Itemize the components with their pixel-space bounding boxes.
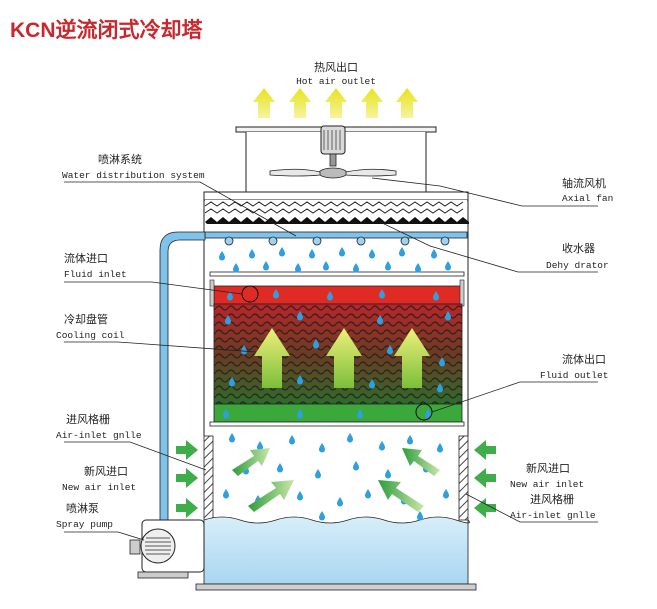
label-new-air-inlet-right: 新风进口 New air inlet bbox=[510, 461, 584, 490]
coil-air-arrows bbox=[254, 328, 430, 388]
label-fluid-inlet: 流体进口 Fluid inlet bbox=[64, 251, 127, 280]
svg-text:Air-inlet gnlle: Air-inlet gnlle bbox=[56, 430, 142, 441]
svg-text:冷却盘管: 冷却盘管 bbox=[64, 312, 108, 326]
page-title: KCN逆流闭式冷却塔 bbox=[10, 19, 203, 42]
inner-air-arrows bbox=[232, 448, 440, 512]
svg-text:Fluid outlet: Fluid outlet bbox=[540, 370, 608, 381]
svg-text:Air-inlet gnlle: Air-inlet gnlle bbox=[510, 510, 596, 521]
label-hot-air-outlet: 热风出口 Hot air outlet bbox=[296, 60, 376, 87]
svg-text:进风格栅: 进风格栅 bbox=[530, 492, 574, 506]
new-air-arrows bbox=[176, 440, 496, 518]
hot-header bbox=[209, 271, 465, 307]
svg-text:流体出口: 流体出口 bbox=[562, 352, 606, 366]
axial-fan-motor bbox=[269, 125, 397, 179]
svg-text:收水器: 收水器 bbox=[562, 241, 595, 255]
label-fluid-outlet: 流体出口 Fluid outlet bbox=[540, 352, 608, 381]
label-water-distribution: 喷淋系统 Water distribution system bbox=[62, 153, 205, 181]
svg-text:进风格栅: 进风格栅 bbox=[66, 412, 110, 426]
label-air-inlet-grille-left: 进风格栅 Air-inlet gnlle bbox=[56, 412, 142, 441]
svg-text:喷淋系统: 喷淋系统 bbox=[98, 153, 142, 166]
svg-text:新风进口: 新风进口 bbox=[526, 461, 570, 475]
svg-text:流体进口: 流体进口 bbox=[64, 251, 108, 265]
svg-text:New air inlet: New air inlet bbox=[510, 479, 584, 490]
label-dehydrator: 收水器 Dehy drator bbox=[546, 241, 609, 271]
svg-text:Fluid inlet: Fluid inlet bbox=[64, 269, 127, 280]
svg-text:Cooling coil: Cooling coil bbox=[56, 330, 125, 341]
svg-text:Dehy drator: Dehy drator bbox=[546, 260, 609, 271]
svg-text:轴流风机: 轴流风机 bbox=[562, 176, 606, 190]
label-cooling-coil: 冷却盘管 Cooling coil bbox=[56, 312, 125, 341]
svg-text:Hot air outlet: Hot air outlet bbox=[296, 76, 376, 87]
fluid-inlet-pipe bbox=[159, 231, 206, 523]
leader-lines bbox=[64, 177, 598, 541]
svg-text:新风进口: 新风进口 bbox=[84, 464, 128, 478]
svg-text:Water distribution system: Water distribution system bbox=[62, 170, 205, 181]
label-spray-pump: 喷淋泵 Spray pump bbox=[56, 502, 113, 530]
svg-text:New air inlet: New air inlet bbox=[62, 482, 136, 493]
svg-text:Spray pump: Spray pump bbox=[56, 519, 113, 530]
label-axial-fan: 轴流风机 Axial fan bbox=[562, 176, 613, 204]
svg-text:喷淋泵: 喷淋泵 bbox=[66, 502, 99, 515]
lower-body bbox=[195, 435, 477, 591]
svg-text:热风出口: 热风出口 bbox=[314, 60, 358, 74]
hot-air-arrows bbox=[253, 88, 418, 118]
spray-pump bbox=[129, 519, 205, 579]
cold-header bbox=[209, 403, 465, 427]
label-air-inlet-grille-right: 进风格栅 Air-inlet gnlle bbox=[510, 492, 596, 521]
svg-text:Axial fan: Axial fan bbox=[562, 193, 613, 204]
label-new-air-inlet-left: 新风进口 New air inlet bbox=[62, 464, 136, 493]
